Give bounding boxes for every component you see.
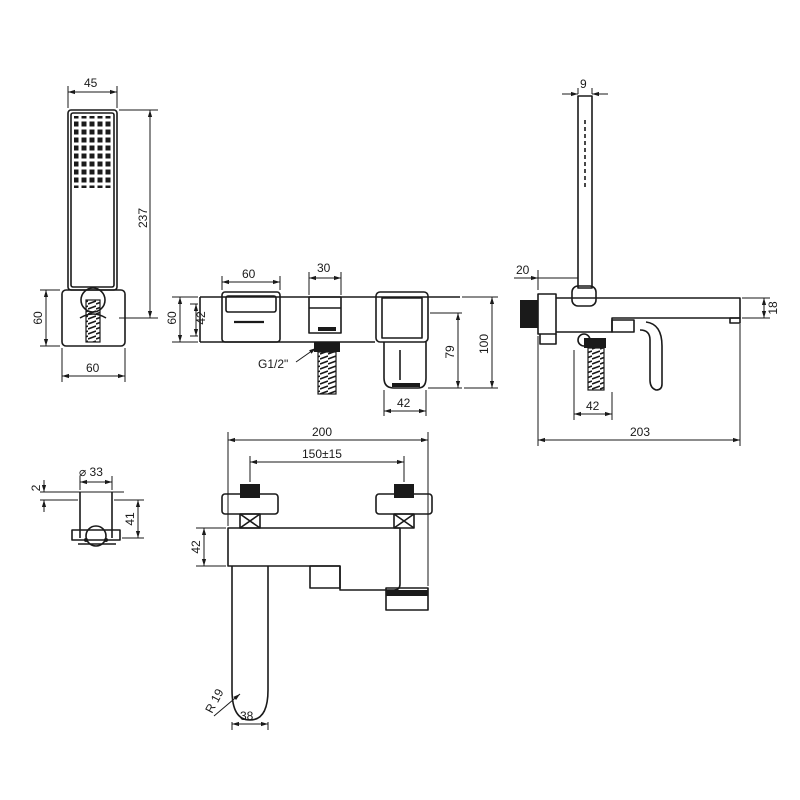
- dim-side-tail: 42: [586, 399, 600, 413]
- plan-view: 200 150±15 42 R 19 38: [189, 425, 433, 730]
- dim-plan-radius: R 19: [202, 686, 226, 715]
- holder-detail: ⌀ 33 2 41: [29, 465, 144, 547]
- dim-handshower-width: 45: [84, 76, 98, 90]
- side-view: 9 20 18 42 203: [514, 77, 780, 446]
- dim-overall-height: 100: [477, 334, 491, 354]
- dim-side-offset: 20: [516, 263, 530, 277]
- dim-holder-depth: 41: [123, 512, 137, 526]
- dim-diverter-width: 30: [317, 261, 331, 275]
- dim-holder-diameter: ⌀ 33: [79, 465, 103, 479]
- dim-holder-width: 60: [86, 361, 100, 375]
- dim-plan-handle: 38: [240, 709, 254, 723]
- dim-plan-centres: 150±15: [302, 447, 342, 461]
- dim-holder-gap: 2: [29, 484, 43, 491]
- dim-rail-width: 9: [580, 77, 587, 91]
- handshower-view: 45 237 60 60: [31, 76, 158, 382]
- thread-label: G1/2": [258, 357, 288, 371]
- dim-cartridge-width: 60: [242, 267, 256, 281]
- spray-nozzle-grid: [74, 116, 111, 188]
- dim-mixer-inner: 42: [194, 311, 208, 325]
- dim-spout-drop: 79: [443, 345, 457, 359]
- dim-plan-width: 200: [312, 425, 332, 439]
- dim-mixer-height: 60: [165, 311, 179, 325]
- dim-holder-height: 60: [31, 311, 45, 325]
- dim-plan-body: 42: [189, 540, 203, 554]
- dim-handshower-height: 237: [136, 208, 150, 228]
- dim-side-spout-height: 18: [766, 301, 780, 315]
- dim-spout-outlet: 42: [397, 396, 411, 410]
- front-view: 60 42 60 30 G1/2" 79 100 42: [165, 261, 498, 416]
- dim-side-depth: 203: [630, 425, 650, 439]
